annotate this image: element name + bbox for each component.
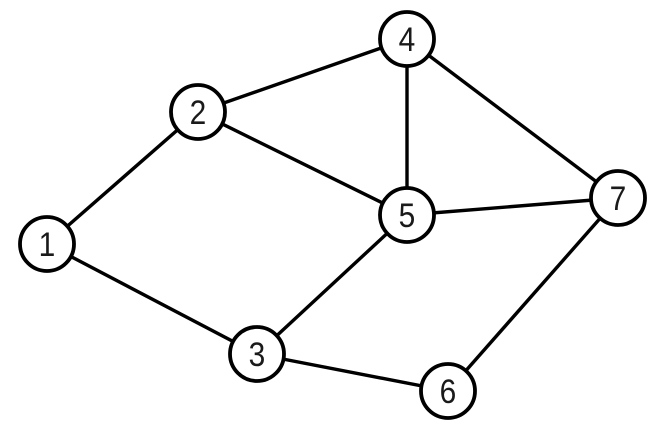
graph-node-2: 2 bbox=[169, 83, 227, 141]
graph-node-1: 1 bbox=[18, 215, 76, 273]
graph-node-circle-4 bbox=[378, 10, 436, 68]
graph-node-6: 6 bbox=[419, 362, 477, 420]
graph-node-3: 3 bbox=[228, 325, 286, 383]
graph-node-4: 4 bbox=[378, 10, 436, 68]
graph-node-label-4: 4 bbox=[399, 20, 416, 58]
graph-node-7: 7 bbox=[589, 169, 647, 227]
graph-node-label-5: 5 bbox=[399, 196, 416, 234]
graph-node-circle-3 bbox=[228, 325, 286, 383]
graph-node-label-7: 7 bbox=[610, 179, 627, 217]
graph-node-label-3: 3 bbox=[249, 335, 266, 373]
graph-edge-1-3 bbox=[46, 242, 258, 356]
graph-node-circle-1 bbox=[18, 215, 76, 273]
nodes-layer: 1 2 3 4 5 6 7 bbox=[18, 10, 647, 420]
graph-edge-4-7 bbox=[405, 37, 620, 200]
graph-node-circle-7 bbox=[589, 169, 647, 227]
graph-edge-1-2 bbox=[45, 110, 200, 246]
graph-edge-5-7 bbox=[406, 196, 619, 217]
graph-node-label-1: 1 bbox=[39, 225, 56, 263]
edges-layer bbox=[45, 37, 620, 393]
graph-edge-2-5 bbox=[197, 110, 408, 217]
graph-node-5: 5 bbox=[378, 186, 436, 244]
graph-node-label-6: 6 bbox=[440, 372, 457, 410]
graph-edge-6-7 bbox=[446, 196, 620, 393]
graph-edge-3-5 bbox=[255, 213, 409, 356]
graph-node-circle-6 bbox=[419, 362, 477, 420]
graph-node-circle-5 bbox=[378, 186, 436, 244]
graph-edge-2-4 bbox=[197, 37, 408, 114]
graph-node-circle-2 bbox=[169, 83, 227, 141]
graph-edge-3-6 bbox=[256, 352, 449, 393]
graph-node-label-2: 2 bbox=[190, 93, 207, 131]
